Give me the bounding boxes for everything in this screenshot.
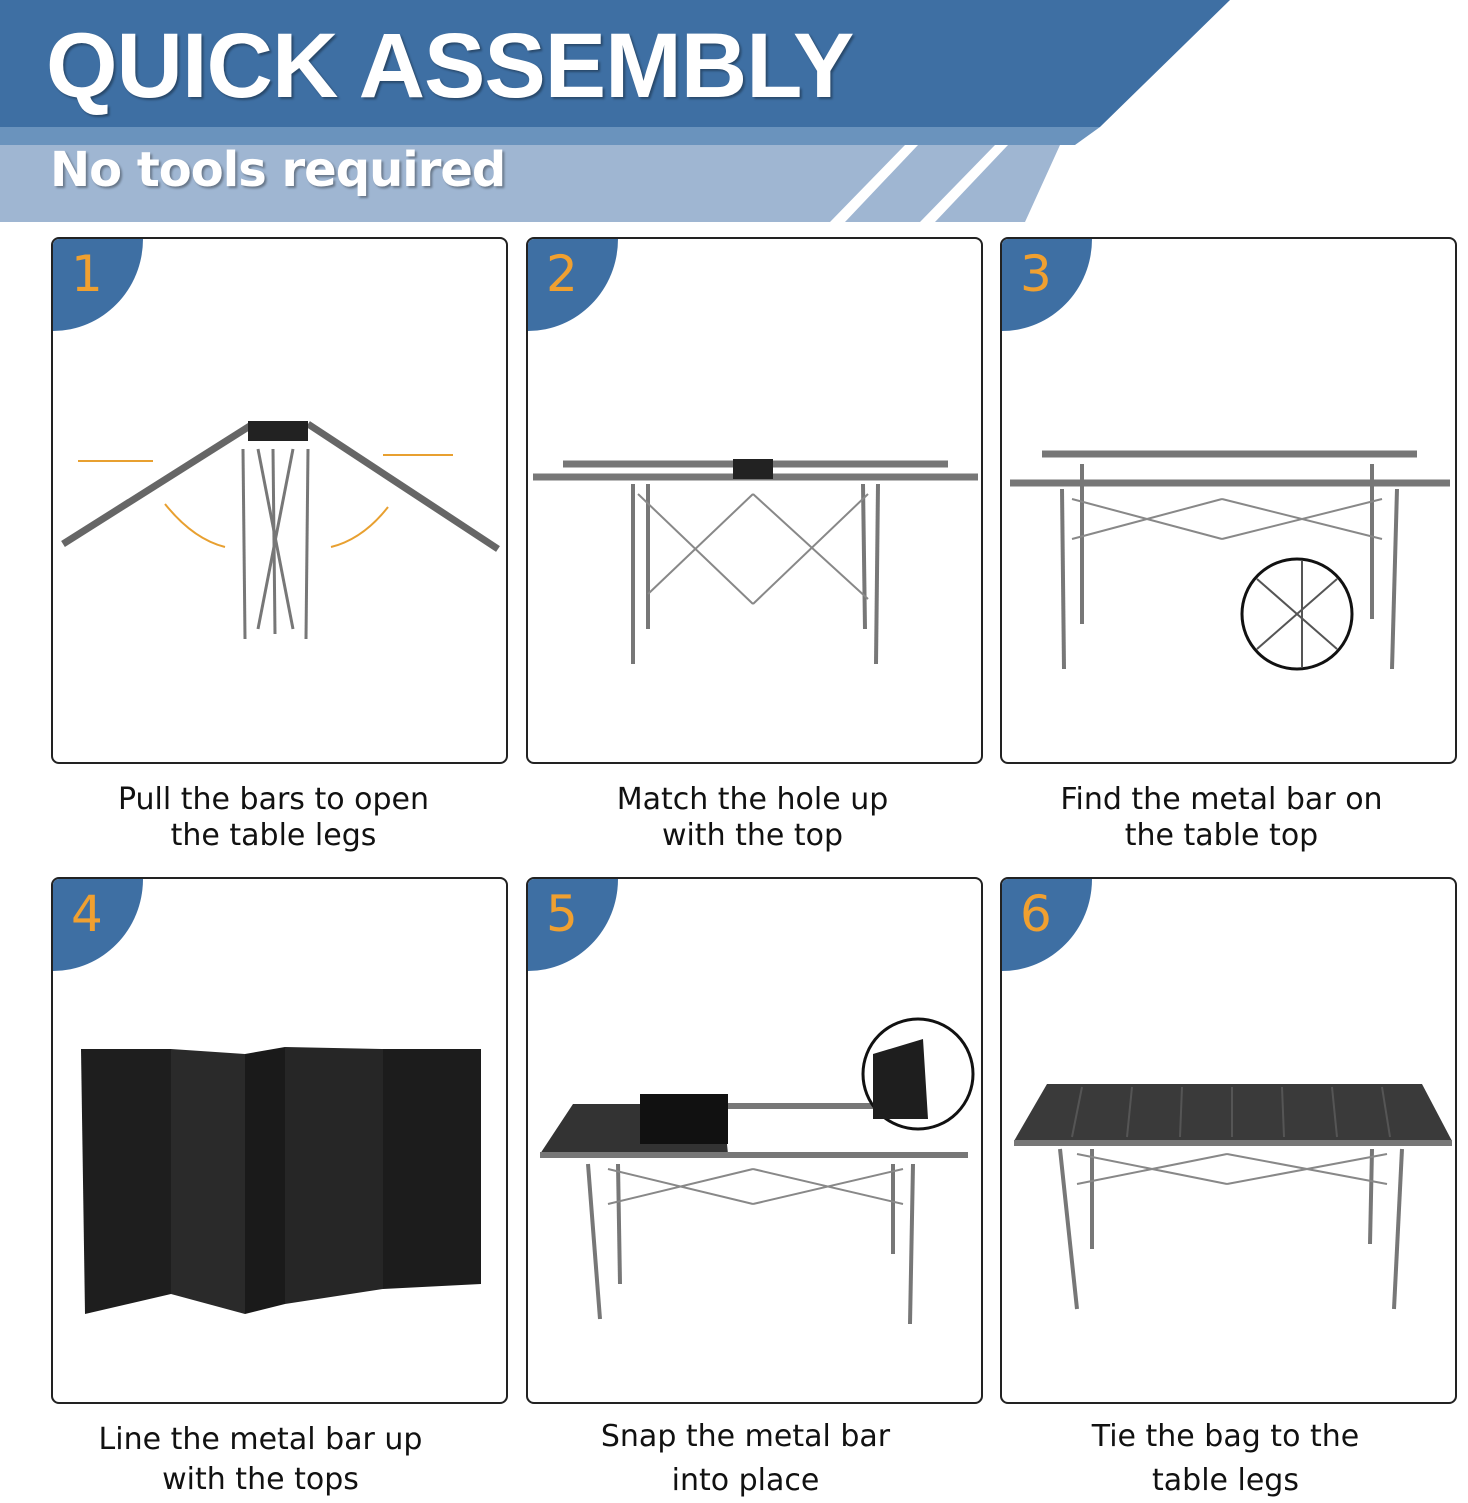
caption-line: with the top bbox=[661, 818, 844, 853]
step-3-panel: 3 bbox=[1000, 237, 1457, 764]
folded-frame-illustration bbox=[61, 421, 500, 640]
step-4-caption: Line the metal bar up with the tops bbox=[32, 1420, 489, 1500]
folded-tabletop-illustration bbox=[81, 1047, 481, 1314]
step-5-panel: 5 bbox=[526, 877, 983, 1404]
step-6-caption: Tie the bag to the table legs bbox=[997, 1415, 1454, 1503]
step-number: 4 bbox=[71, 885, 103, 943]
step-5-caption: Snap the metal bar into place bbox=[517, 1415, 974, 1503]
step-number: 6 bbox=[1020, 885, 1052, 943]
caption-line: into place bbox=[671, 1463, 820, 1498]
caption-line: the table legs bbox=[170, 818, 377, 853]
page-title: QUICK ASSEMBLY bbox=[46, 15, 854, 117]
page-subtitle: No tools required bbox=[50, 142, 506, 198]
caption-line: with the tops bbox=[162, 1462, 359, 1497]
caption-line: the table top bbox=[1124, 818, 1319, 853]
table-frame-detail-illustration bbox=[1010, 450, 1450, 671]
step-number: 2 bbox=[546, 245, 578, 303]
step-number: 1 bbox=[71, 245, 103, 303]
step-4-panel: 4 bbox=[51, 877, 508, 1404]
step-number: 3 bbox=[1020, 245, 1052, 303]
header-banner bbox=[0, 0, 1230, 222]
caption-line: Line the metal bar up bbox=[98, 1422, 423, 1457]
caption-line: Tie the bag to the bbox=[1091, 1419, 1360, 1454]
caption-line: table legs bbox=[1152, 1463, 1299, 1498]
step-number: 5 bbox=[546, 885, 578, 943]
caption-line: Pull the bars to open bbox=[117, 782, 429, 817]
step-6-panel: 6 bbox=[1000, 877, 1457, 1404]
step-2-panel: 2 bbox=[526, 237, 983, 764]
partial-tabletop-illustration bbox=[540, 1017, 975, 1325]
caption-line: Snap the metal bar bbox=[600, 1419, 891, 1454]
caption-line: Match the hole up bbox=[616, 782, 889, 817]
assembled-table-illustration bbox=[1014, 1084, 1452, 1310]
caption-line: Find the metal bar on bbox=[1060, 782, 1383, 817]
table-frame-illustration bbox=[533, 459, 978, 665]
step-1-panel: 1 bbox=[51, 237, 508, 764]
